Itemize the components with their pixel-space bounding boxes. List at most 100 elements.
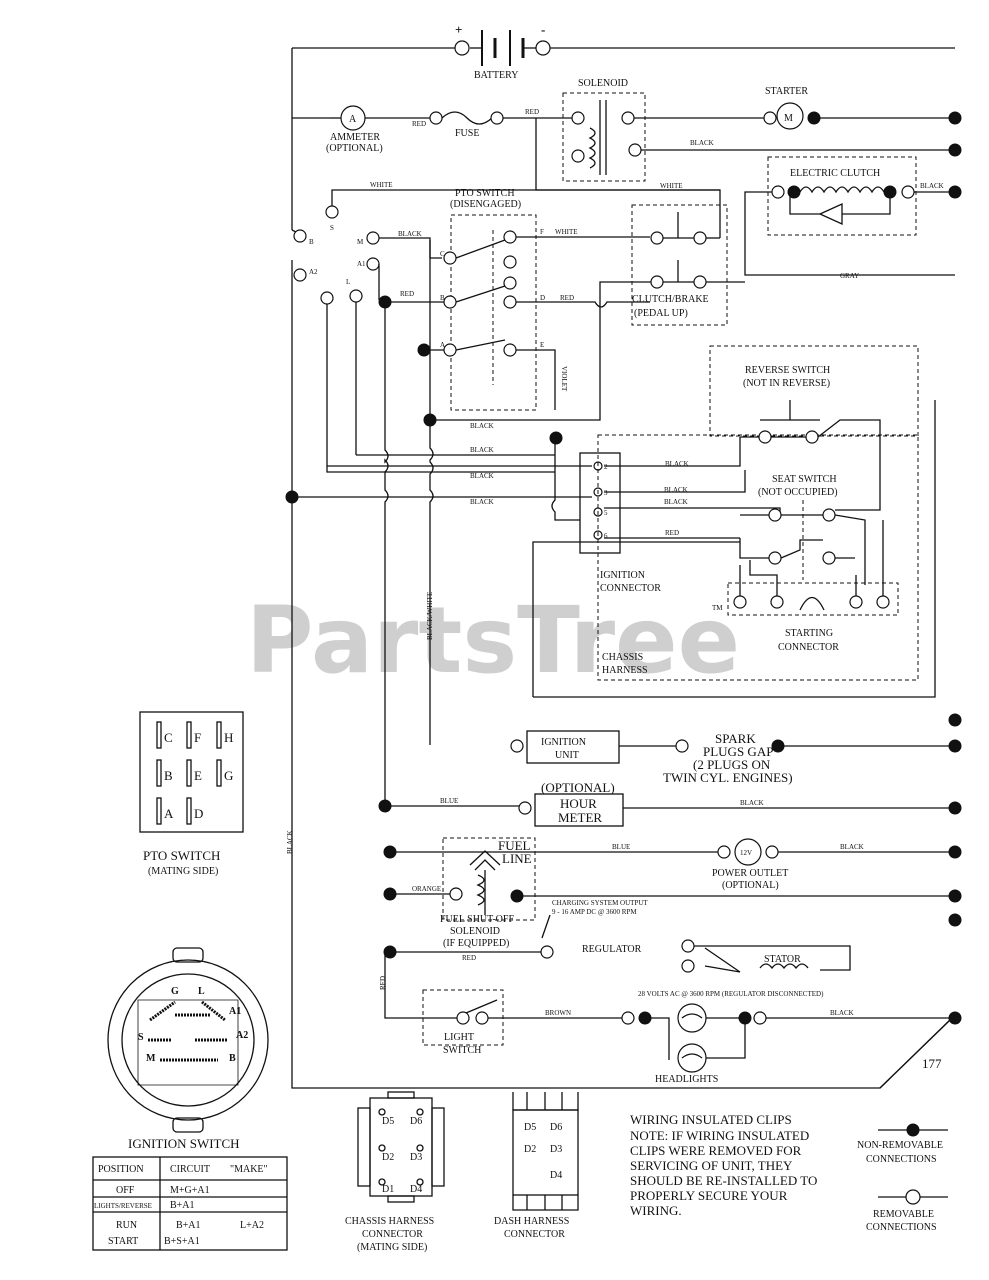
dash-pin-d5: D5 (524, 1122, 536, 1133)
wire-black-ground: BLACK (286, 830, 294, 854)
seat-switch: SEAT SWITCH (NOT OCCUPIED) (739, 474, 866, 585)
pto-term-b: B (440, 294, 445, 302)
connector-pin-5: 5 (604, 509, 608, 517)
pto-mating-label-2: (MATING SIDE) (148, 866, 218, 877)
stator-label: STATOR (764, 954, 801, 965)
watermark: PartsTree (246, 587, 740, 694)
legend-non-removable-1: NON-REMOVABLE (857, 1140, 943, 1151)
ign-face-s: S (138, 1032, 144, 1043)
spark-plugs-label-4: TWIN CYL. ENGINES) (663, 770, 793, 785)
ign-term-m: M (357, 238, 364, 246)
fuel-line-label-2: LINE (502, 851, 532, 866)
wire-black-c3b: BLACK (664, 486, 688, 494)
pto-mate-a: A (164, 806, 174, 821)
wire-crossovers: BLACK/WHITE (384, 240, 434, 806)
wire-black-solenoid: BLACK (690, 139, 714, 147)
hour-meter-label-2: METER (558, 810, 602, 825)
wire-black-head: BLACK (830, 1009, 854, 1017)
connector-wires: BLACK BLACK BLACK BLACK RED BLACK BLACK (292, 437, 781, 539)
clutch-brake-sub-label: (PEDAL UP) (634, 308, 688, 319)
table-header-position: POSITION (98, 1164, 144, 1175)
pto-mate-h: H (224, 730, 233, 745)
hour-meter-optional: (OPTIONAL) (541, 780, 615, 795)
wire-black-c2: BLACK (665, 460, 689, 468)
note-line-4: SHOULD BE RE-INSTALLED TO (630, 1173, 817, 1188)
starter-motor-symbol: M (784, 113, 793, 124)
fuel-shutoff-label-2: SOLENOID (450, 926, 500, 937)
chassis-pin-d2: D2 (382, 1152, 394, 1163)
chassis-connector-label-1: CHASSIS HARNESS (345, 1216, 434, 1227)
wire-black-c3: BLACK (470, 498, 494, 506)
chassis-connector-label-2: CONNECTOR (362, 1229, 423, 1240)
connector-pin-6: 6 (604, 532, 608, 540)
ignition-switch-label: IGNITION SWITCH (128, 1136, 240, 1151)
dash-connector-label-1: DASH HARNESS (494, 1216, 569, 1227)
pto-term-d: D (540, 294, 545, 302)
starter: M STARTER (763, 86, 962, 157)
pto-mate-g: G (224, 768, 233, 783)
power-outlet-label: POWER OUTLET (712, 868, 788, 879)
pto-mate-b: B (164, 768, 173, 783)
non-removable-symbol (906, 1123, 920, 1137)
ground-dots: BLACK 177 (285, 295, 942, 1071)
light-switch-label-1: LIGHT (444, 1032, 474, 1043)
ignition-switch-schematic: S B M A2 A1 L WHITE BLACK (293, 181, 720, 473)
battery-minus-label: - (541, 22, 545, 37)
power-outlet-sub-label: (OPTIONAL) (722, 880, 779, 891)
wire-white-clutch: WHITE (660, 182, 683, 190)
legend: NON-REMOVABLE CONNECTIONS REMOVABLE CONN… (857, 1123, 948, 1233)
wire-black-c5: BLACK (664, 498, 688, 506)
ign-term-l: L (346, 278, 350, 286)
seat-switch-sub-label: (NOT OCCUPIED) (758, 487, 838, 498)
wire-red-light: RED (379, 976, 387, 990)
ignition-unit-label-1: IGNITION (541, 737, 586, 748)
pto-term-c: C (440, 250, 445, 258)
wire-black-brake: BLACK (470, 422, 494, 430)
clutch-brake: CLUTCH/BRAKE (PEDAL UP) BLACK (430, 204, 745, 430)
pto-switch-mating: C F H B E G A D PTO SWITCH (MATING SIDE) (139, 711, 244, 877)
dash-pin-d6: D6 (550, 1122, 562, 1133)
ammeter-sub-label: (OPTIONAL) (326, 143, 383, 154)
wire-red-reg: RED (462, 954, 476, 962)
chassis-connector-label-3: (MATING SIDE) (357, 1242, 427, 1253)
fuse-label: FUSE (455, 128, 479, 139)
note-line-2: CLIPS WERE REMOVED FOR (630, 1143, 802, 1158)
fuel-shutoff-label-3: (IF EQUIPPED) (443, 938, 509, 949)
table-header-circuit: CIRCUIT (170, 1164, 210, 1175)
legend-removable-1: REMOVABLE (873, 1209, 934, 1220)
connector-pin-3: 3 (604, 489, 608, 497)
hour-meter: (OPTIONAL) HOUR METER BLUE BLACK (378, 780, 962, 827)
watermark-tm: TM (712, 604, 723, 612)
figure-number: 177 (922, 1056, 942, 1071)
battery: + - BATTERY (454, 22, 551, 81)
dash-harness-connector: D5 D6 D2 D3 D4 DASH HARNESS CONNECTOR (494, 1092, 579, 1240)
fuse: FUSE RED (441, 108, 572, 139)
pto-switch-label: PTO SWITCH (455, 188, 515, 199)
ign-term-a2: A2 (309, 268, 318, 276)
starting-connector-label-1: STARTING (785, 628, 833, 639)
ign-face-g: G (171, 986, 179, 997)
chassis-harness-label-2: HARNESS (602, 665, 648, 676)
pto-switch-sub-label: (DISENGAGED) (450, 199, 521, 210)
ignition-table: POSITION CIRCUIT "MAKE" OFF M+G+A1 LIGHT… (92, 1156, 288, 1251)
ammeter: A AMMETER (OPTIONAL) RED (326, 105, 443, 154)
light-switch: RED BROWN LIGHT SWITCH (379, 952, 622, 1056)
reverse-switch: REVERSE SWITCH (NOT IN REVERSE) (740, 365, 881, 511)
electric-clutch: ELECTRIC CLUTCH BLACK GRAY (744, 156, 962, 280)
clutch-brake-label: CLUTCH/BRAKE (632, 294, 709, 305)
spark-plugs-label-1: SPARK (715, 731, 756, 746)
note-line-6: WIRING. (630, 1203, 682, 1218)
chassis-pin-d3: D3 (410, 1152, 422, 1163)
table-row-off-position: OFF (116, 1185, 135, 1196)
headlights: BLACK HEADLIGHTS (621, 1003, 962, 1085)
wire-gray-label: GRAY (840, 272, 859, 280)
table-row-lights-circuit: B+A1 (170, 1200, 195, 1211)
chassis-harness-connector: D5 D6 D2 D3 D1 D4 CHASSIS HARNESS CONNEC… (345, 1091, 445, 1253)
power-outlet-symbol: 12V (740, 849, 752, 857)
wire-brown-label: BROWN (545, 1009, 571, 1017)
ignition-connector-label-2: CONNECTOR (600, 583, 661, 594)
wire-red-c6: RED (665, 529, 679, 537)
wire-black-clutch: BLACK (920, 182, 944, 190)
charging-note-2: 9 - 16 AMP DC @ 3600 RPM (552, 908, 637, 916)
